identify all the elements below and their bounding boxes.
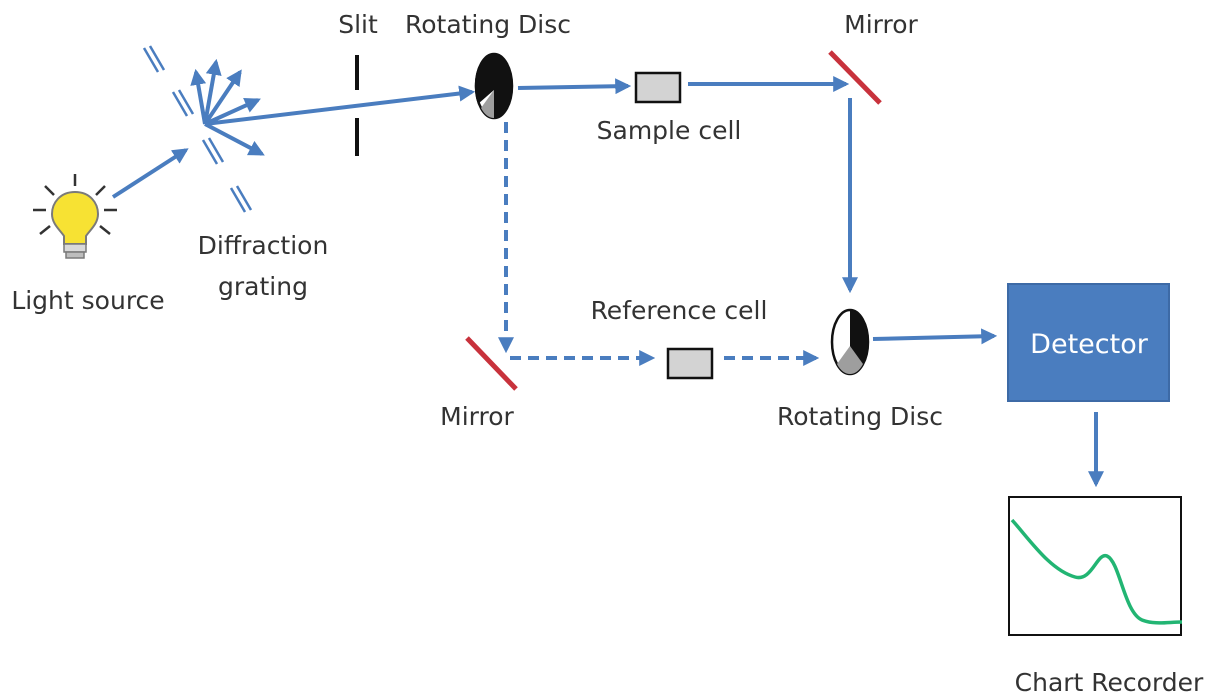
chart-recorder <box>1008 496 1183 636</box>
diffraction-grating <box>142 45 253 213</box>
beam-source-to-grating <box>111 148 189 199</box>
beam-grating-to-disc <box>204 85 476 126</box>
light-bulb-icon <box>33 174 117 259</box>
diffracted-rays <box>190 58 265 156</box>
beam-disc-to-detector <box>872 328 998 345</box>
reference-cell-label: Reference cell <box>591 296 768 325</box>
reference-cell <box>666 347 714 380</box>
rotating-disc-top <box>474 52 514 120</box>
mirror-top-label: Mirror <box>844 10 918 39</box>
detector-label: Detector <box>1030 329 1149 360</box>
recorder-trace <box>1010 518 1183 625</box>
sample-cell <box>634 71 682 104</box>
light-source-label: Light source <box>11 286 164 315</box>
diffraction-label-line1: Diffraction <box>198 231 329 260</box>
diffraction-label-line2: grating <box>218 272 308 301</box>
rotating-disc-top-label: Rotating Disc <box>405 10 571 39</box>
mirror-bottom-label: Mirror <box>440 402 514 431</box>
rotating-disc-bottom <box>830 308 870 376</box>
mirror-top <box>828 50 882 105</box>
rotating-disc-bottom-label: Rotating Disc <box>777 402 943 431</box>
beam-disc-to-sample <box>517 78 632 95</box>
sample-cell-label: Sample cell <box>597 116 742 145</box>
detector-box <box>1007 283 1170 402</box>
mirror-bottom <box>465 336 518 391</box>
slit-label: Slit <box>338 10 378 39</box>
chart-recorder-label: Chart Recorder <box>1015 668 1204 696</box>
